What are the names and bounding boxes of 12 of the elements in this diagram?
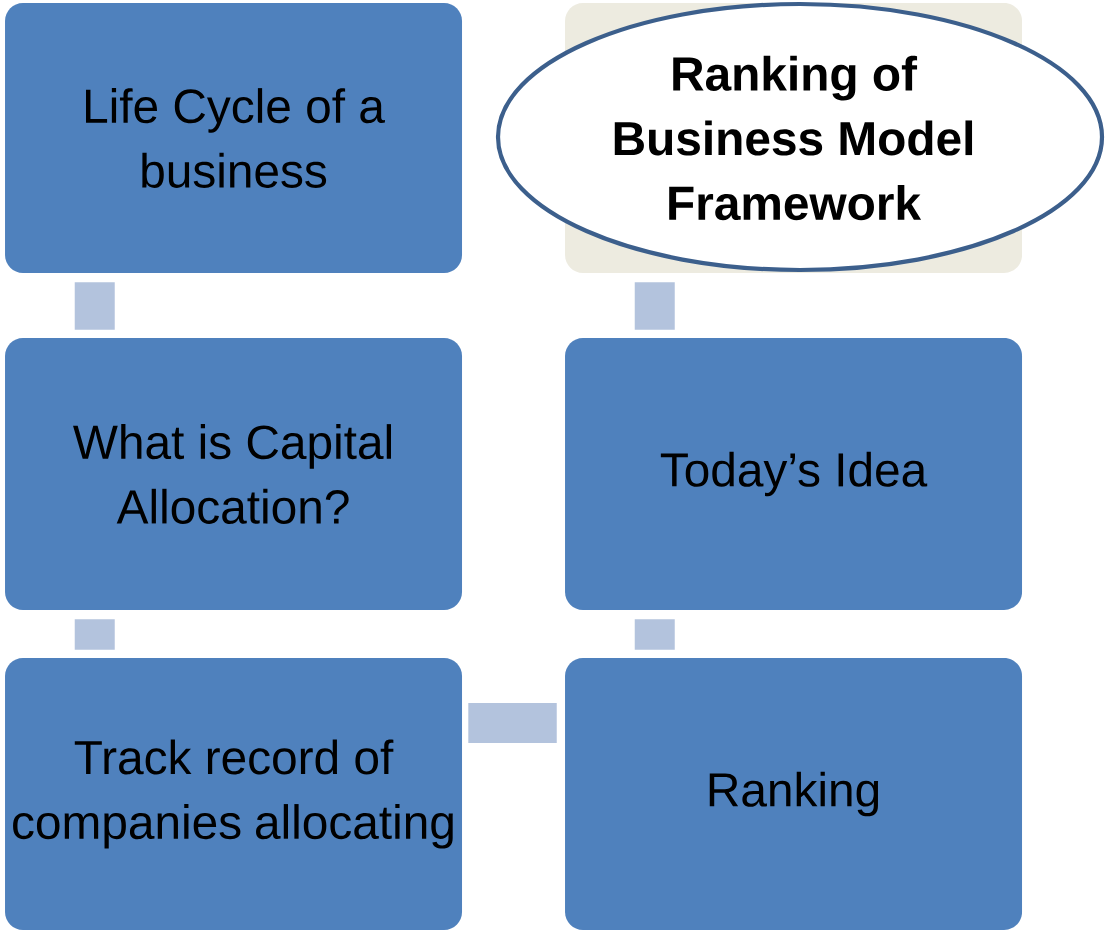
connector-bar bbox=[74, 619, 115, 650]
process-box: Life Cycle of a business bbox=[5, 3, 462, 273]
connector-bar bbox=[74, 282, 115, 330]
process-box: Ranking bbox=[565, 658, 1023, 930]
connector-bar bbox=[634, 619, 675, 650]
process-box: Ranking of Business Model Framework bbox=[495, 1, 1105, 273]
connector-bar bbox=[468, 703, 557, 743]
process-box: Today’s Idea bbox=[565, 338, 1023, 610]
process-box: Track record of companies allocating bbox=[5, 658, 462, 930]
process-box: What is Capital Allocation? bbox=[5, 338, 462, 610]
node-label: Ranking of Business Model Framework bbox=[614, 55, 973, 221]
connector-bar bbox=[634, 282, 675, 330]
